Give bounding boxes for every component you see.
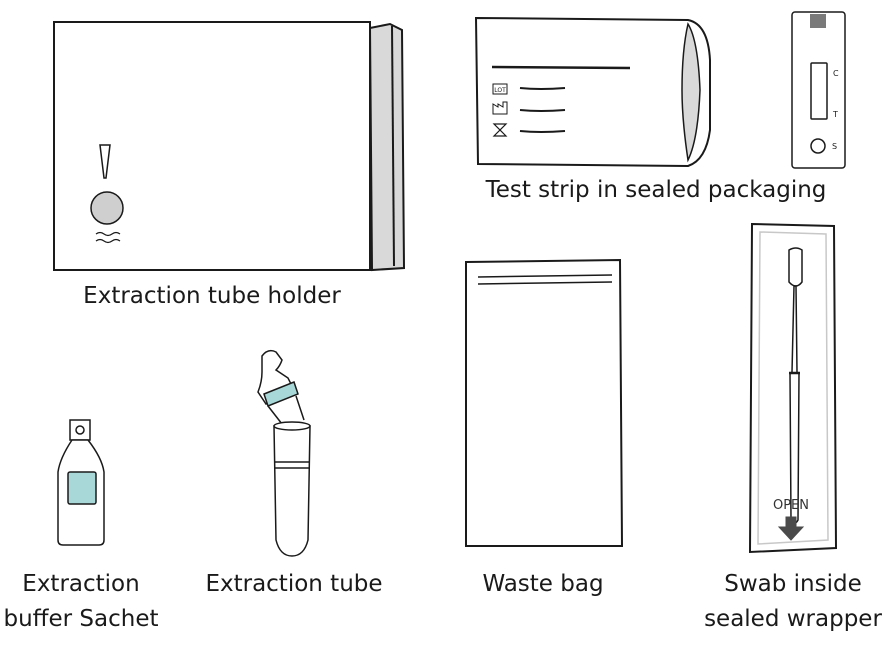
label-swab: Swab inside sealed wrapper — [700, 567, 886, 637]
label-tube-holder-text: Extraction tube holder — [83, 283, 341, 309]
holder-side-flap — [368, 22, 406, 272]
label-extraction-tube-holder: Extraction tube holder — [62, 279, 362, 314]
label-test-strip: Test strip in sealed packaging — [466, 173, 846, 208]
label-extraction-tube: Extraction tube — [196, 567, 392, 602]
open-arrow-icon — [777, 516, 805, 541]
label-buffer-line-1: Extraction — [22, 571, 140, 597]
extraction-tube-holder — [53, 21, 406, 272]
dropper-band — [263, 381, 299, 407]
hourglass-icon — [492, 123, 508, 137]
sachet-hole — [75, 425, 85, 435]
cassette-sample-well — [810, 138, 826, 154]
open-text: OPEN — [773, 498, 809, 513]
cassette-body — [791, 11, 846, 169]
factory-icon — [492, 101, 508, 115]
waste-bag — [465, 258, 624, 547]
label-waste-bag-text: Waste bag — [482, 571, 604, 597]
lot-text: LOT — [494, 87, 506, 94]
packaging-title-line — [491, 65, 631, 70]
lot-icon-box — [492, 83, 508, 95]
expiry-line — [519, 130, 566, 133]
wrapper-outer — [748, 222, 838, 554]
tube-body — [273, 425, 311, 557]
tube-rim — [273, 421, 311, 431]
packaging-seal-flap — [681, 22, 701, 163]
buffer-sachet — [57, 419, 105, 546]
label-extraction-tube-text: Extraction tube — [205, 571, 383, 597]
window-c-text: C — [833, 69, 839, 78]
label-buffer-line-2: buffer Sachet — [3, 606, 159, 632]
waste-bag-seal-1 — [477, 274, 613, 278]
holder-wave-icon — [95, 231, 121, 244]
label-buffer-sachet: Extraction buffer Sachet — [0, 567, 162, 637]
test-strip-packaging — [474, 16, 711, 168]
holder-tab-icon — [99, 144, 111, 179]
swab-wrapper — [748, 222, 838, 554]
wrapper-inner — [757, 231, 829, 545]
sachet-liquid — [67, 471, 97, 505]
test-cassette — [791, 11, 846, 169]
label-swab-line-1: Swab inside — [724, 571, 862, 597]
window-t-text: T — [832, 110, 838, 119]
extraction-tube — [257, 349, 311, 557]
manufacture-line — [519, 109, 566, 112]
cassette-result-window — [810, 62, 828, 120]
packaging-pouch — [474, 16, 711, 168]
waste-bag-seal-2 — [477, 281, 613, 285]
label-test-strip-text: Test strip in sealed packaging — [485, 177, 827, 203]
tube-strap-right — [295, 395, 305, 421]
well-s-text: S — [832, 142, 837, 151]
label-swab-line-2: sealed wrapper — [704, 606, 882, 632]
label-waste-bag: Waste bag — [460, 567, 626, 602]
lot-line — [519, 87, 566, 90]
holder-side-edge — [391, 25, 395, 267]
tube-strap-left — [267, 405, 283, 425]
cassette-qr-code — [810, 14, 826, 28]
holder-front — [53, 21, 371, 271]
sachet-tab — [69, 419, 91, 441]
waste-bag-body — [465, 258, 624, 547]
swab-head-icon — [788, 247, 803, 287]
holder-circle-icon — [90, 191, 124, 225]
